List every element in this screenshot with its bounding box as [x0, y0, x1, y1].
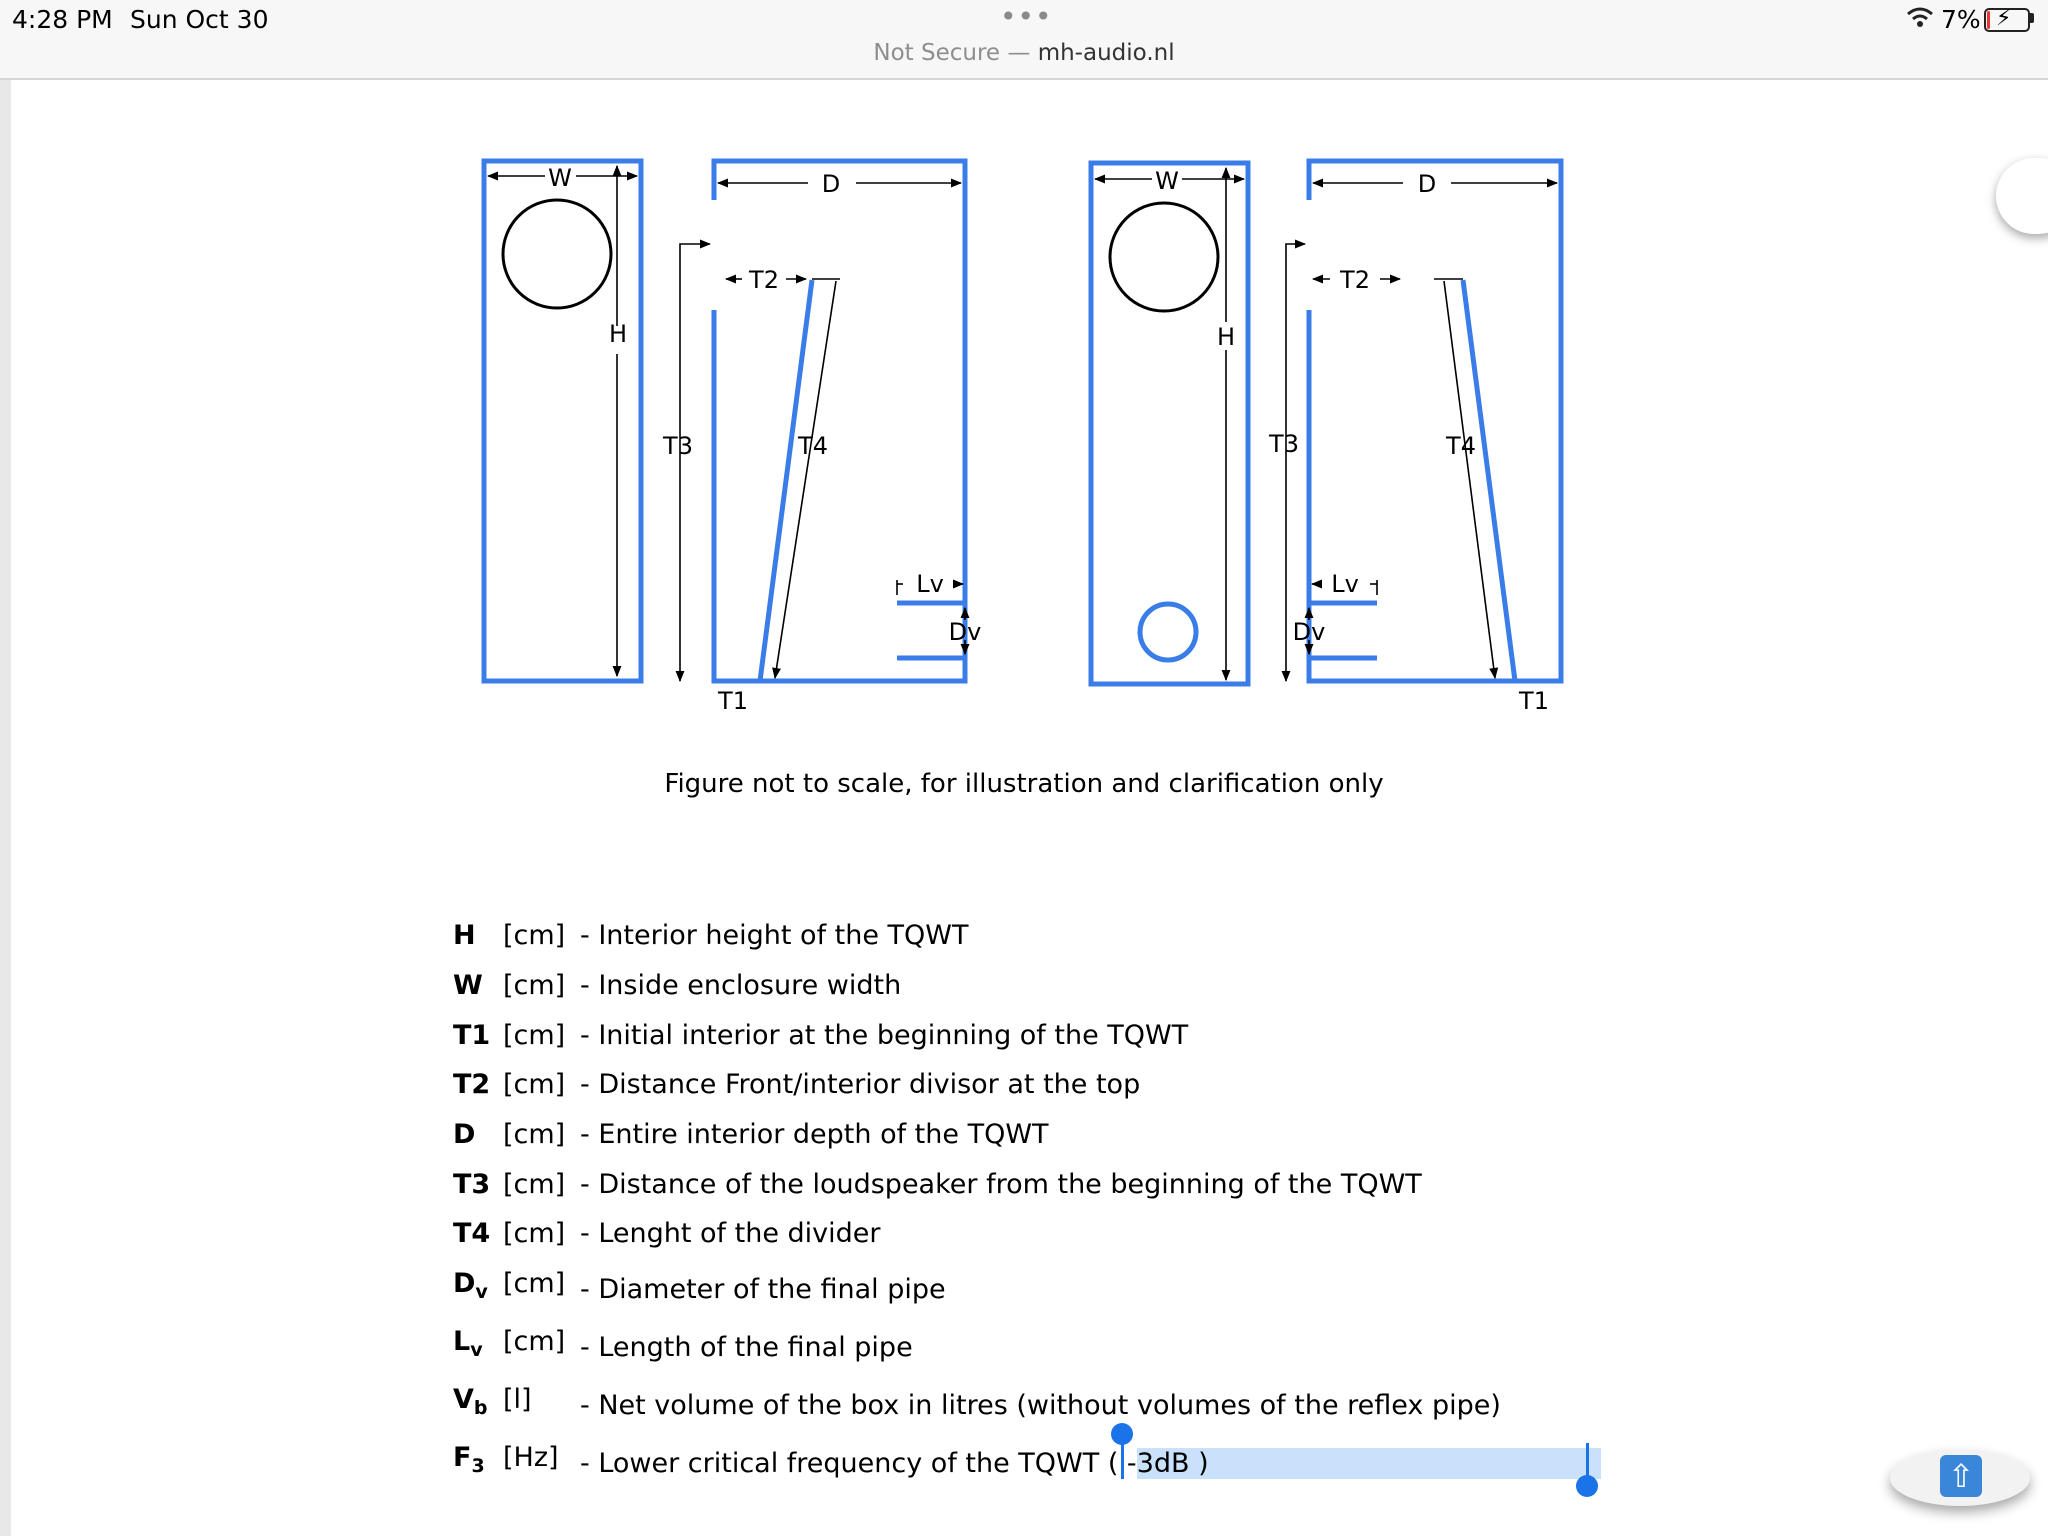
text-selection[interactable]: 3dB ) [1136, 1448, 1601, 1479]
legend-description: - Entire interior depth of the TQWT [580, 1119, 1049, 1150]
legend-symbol: H [453, 920, 476, 951]
right-front-panel [1088, 160, 1251, 687]
right-d-label: D [1418, 170, 1436, 198]
dimension-lines [486, 164, 1559, 683]
right-h-label: H [1217, 323, 1235, 351]
right-dv-label: Dv [1293, 618, 1326, 646]
right-t3-label: T3 [1268, 430, 1299, 458]
left-lv-label: Lv [916, 570, 944, 598]
legend-description: - Net volume of the box in litres (witho… [580, 1390, 1501, 1421]
scroll-to-top-button[interactable]: ⇧ [1890, 1450, 2030, 1506]
left-side-panel [711, 158, 968, 684]
legend-unit: [cm] [503, 1020, 566, 1051]
legend-description: - Length of the final pipe [580, 1332, 913, 1363]
left-driver-circle [501, 198, 613, 310]
arrow-up-icon: ⇧ [1940, 1455, 1982, 1497]
legend-unit: [cm] [503, 1268, 566, 1299]
left-t1-label: T1 [717, 687, 748, 715]
page-left-gutter [0, 80, 11, 1536]
legend-symbol: T1 [453, 1020, 491, 1051]
left-t4-label: T4 [797, 432, 828, 460]
legend-symbol: T2 [453, 1069, 491, 1100]
left-h-label: H [609, 320, 627, 348]
legend-unit: [cm] [503, 1119, 566, 1150]
left-t2-label: T2 [748, 266, 779, 294]
legend-unit: [cm] [503, 1218, 566, 1249]
legend-description: - Lower critical frequency of the TQWT (… [580, 1448, 1601, 1479]
legend-unit: [l] [503, 1384, 532, 1415]
legend-symbol: T4 [453, 1218, 491, 1249]
left-w-label: W [548, 164, 572, 192]
selection-end-handle[interactable] [1576, 1475, 1598, 1497]
battery-icon: ⚡ [1984, 6, 2030, 32]
status-date: Sun Oct 30 [130, 5, 269, 34]
tab-menu-dots[interactable]: ••• [1000, 0, 1053, 33]
right-t1-label: T1 [1518, 687, 1549, 715]
legend-unit: [cm] [503, 1326, 566, 1357]
legend-description: - Lenght of the divider [580, 1218, 881, 1249]
selection-start-caret [1121, 1433, 1124, 1479]
left-front-panel [481, 158, 644, 684]
battery-level [1987, 11, 1990, 29]
wifi-icon [1907, 7, 1933, 27]
left-d-label: D [822, 170, 840, 198]
legend-symbol: Vb [453, 1384, 488, 1419]
legend-symbol: F3 [453, 1442, 485, 1477]
left-dv-label: Dv [949, 618, 982, 646]
url-domain: mh-audio.nl [1037, 40, 1175, 66]
right-divider [1460, 279, 1518, 682]
legend-unit: [cm] [503, 1169, 566, 1200]
security-label: Not Secure — [873, 40, 1038, 66]
diagram-outlines [481, 158, 1564, 687]
legend-description: - Initial interior at the beginning of t… [580, 1020, 1189, 1051]
status-bar: 4:28 PM Sun Oct 30 ••• Not Secure — mh-a… [0, 0, 2048, 80]
right-port-circle [1137, 601, 1199, 663]
legend-unit: [cm] [503, 920, 566, 951]
legend-symbol: D [453, 1119, 476, 1150]
charging-bolt-icon: ⚡ [1996, 6, 2012, 31]
legend-unit: [Hz] [503, 1442, 559, 1473]
right-lv-label: Lv [1331, 570, 1359, 598]
legend-symbol: Lv [453, 1326, 483, 1361]
right-t2-label: T2 [1339, 266, 1370, 294]
left-divider [757, 279, 815, 682]
legend-description: - Distance of the loudspeaker from the b… [580, 1169, 1422, 1200]
right-t4-label: T4 [1445, 432, 1476, 460]
legend-description: - Diameter of the final pipe [580, 1274, 946, 1305]
legend-description: - Distance Front/interior divisor at the… [580, 1069, 1141, 1100]
address-bar[interactable]: Not Secure — mh-audio.nl [0, 40, 2048, 66]
legend-unit: [cm] [503, 970, 566, 1001]
legend-symbol: W [453, 970, 483, 1001]
right-driver-circle [1108, 201, 1220, 313]
tqwt-diagram: W H D T2 T3 T4 Lv Dv T1 W H D T2 T3 T4 L… [481, 158, 1564, 715]
figure-caption: Figure not to scale, for illustration an… [664, 769, 1384, 799]
legend-description: - Interior height of the TQWT [580, 920, 969, 951]
legend-unit: [cm] [503, 1069, 566, 1100]
legend-symbol: Dv [453, 1268, 488, 1303]
battery-percent: 7% [1941, 5, 1981, 34]
right-w-label: W [1155, 167, 1179, 195]
selection-end-caret [1586, 1443, 1589, 1487]
left-t3-label: T3 [662, 432, 693, 460]
status-time: 4:28 PM [12, 5, 113, 34]
battery-tip [2030, 13, 2034, 23]
legend-symbol: T3 [453, 1169, 491, 1200]
legend-description: - Inside enclosure width [580, 970, 902, 1001]
